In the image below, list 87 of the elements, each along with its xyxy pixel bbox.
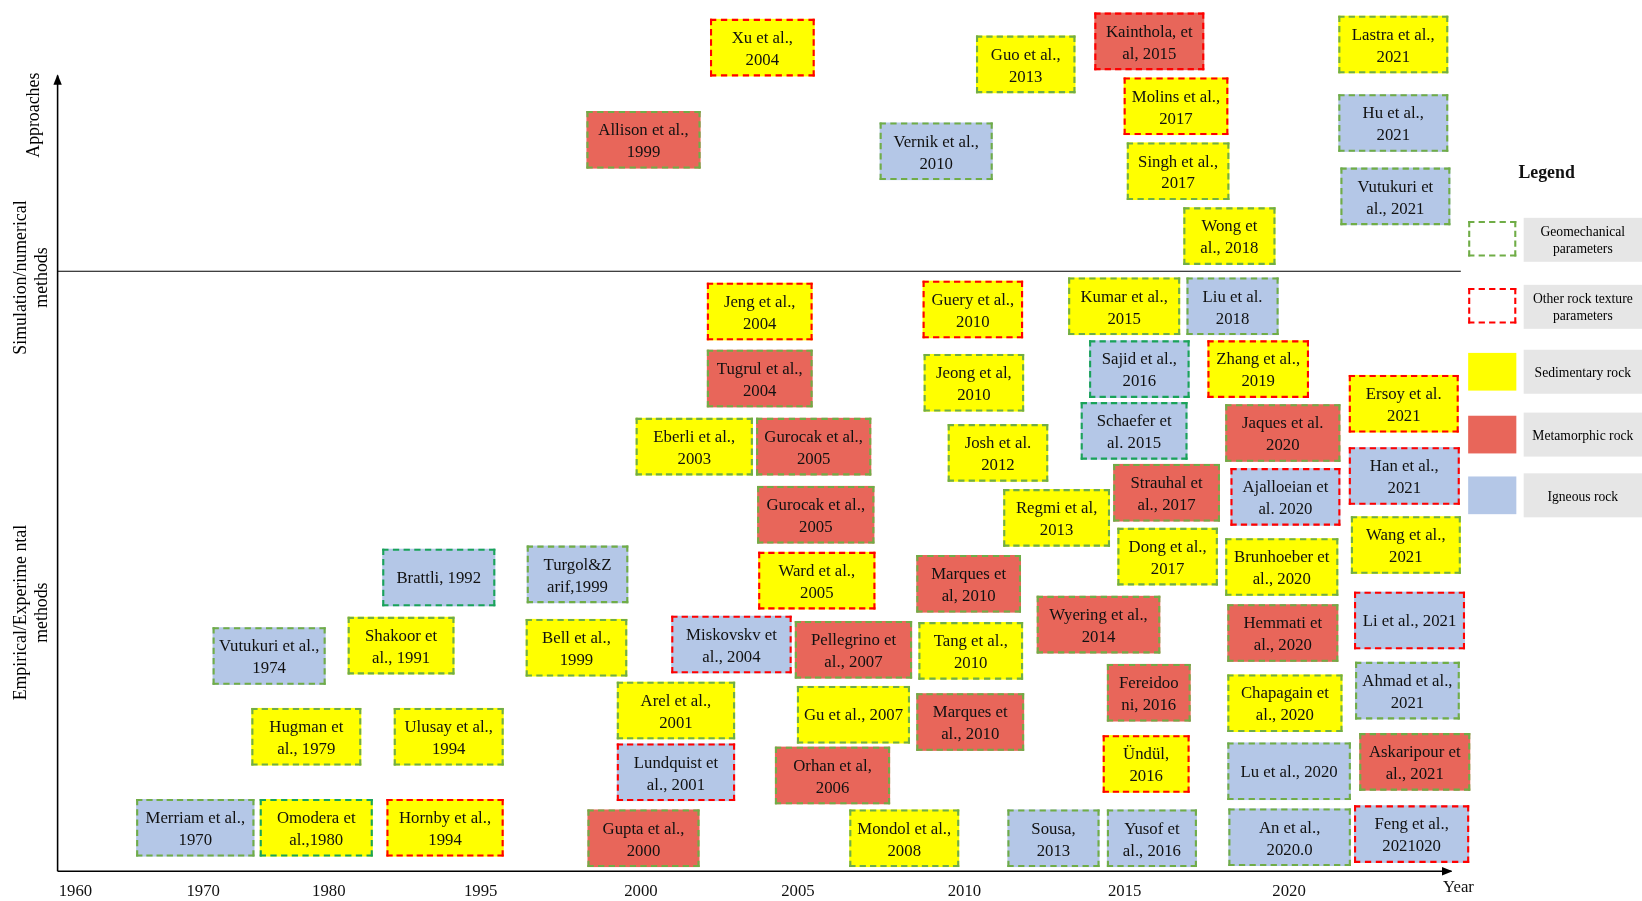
citation-box: Lu et al., 2020 — [1227, 742, 1351, 801]
citation-box: Wyering et al., 2014 — [1036, 595, 1161, 654]
citation-box: Xu et al., 2004 — [710, 18, 815, 77]
axis-title: Year — [1443, 877, 1474, 897]
citation-box: Merriam et al., 1970 — [136, 799, 255, 857]
citation-box: Wong et al., 2018 — [1183, 207, 1276, 265]
citation-box: Jeong et al, 2010 — [923, 353, 1025, 412]
citation-box: Yusof et al., 2016 — [1106, 809, 1197, 868]
citation-box: Sousa, 2013 — [1007, 809, 1100, 868]
citation-box: Gupta et al., 2000 — [587, 809, 700, 868]
citation-box: Ajalloeian et al. 2020 — [1230, 468, 1341, 526]
tick-label: 1960 — [58, 881, 93, 901]
citation-box: Tugrul et al., 2004 — [706, 349, 813, 408]
citation-box: Hemmati et al., 2020 — [1227, 604, 1339, 662]
citation-box: Marques et al, 2010 — [916, 555, 1021, 613]
citation-box: Fereidoo ni, 2016 — [1106, 663, 1191, 722]
citation-box: Hornby et al., 1994 — [386, 799, 504, 857]
citation-box: Regmi et al, 2013 — [1003, 489, 1110, 547]
citation-box: Gurocak et al., 2005 — [757, 485, 875, 544]
citation-box: Brattli, 1992 — [382, 548, 496, 607]
legend-label: Metamorphic rock — [1523, 412, 1642, 457]
tick-label: 2010 — [947, 881, 982, 901]
axis-label: Approaches — [22, 71, 44, 160]
citation-box: Ündül, 2016 — [1102, 735, 1190, 793]
citation-box: Liu et al. 2018 — [1186, 277, 1279, 336]
citation-box: Pellegrino et al., 2007 — [794, 621, 913, 679]
citation-box: Turgol&Z arif,1999 — [526, 545, 629, 604]
citation-box: Strauhal et al., 2017 — [1113, 463, 1220, 522]
citation-box: Dong et al., 2017 — [1117, 527, 1218, 586]
citation-box: Askaripour et al., 2021 — [1359, 733, 1471, 791]
axis-label: Empirical/Experime ntal methods — [10, 523, 53, 703]
tick-label: 1995 — [463, 881, 498, 901]
citation-box: Jeng et al., 2004 — [706, 282, 813, 341]
citation-box: Guery et al., 2010 — [922, 280, 1024, 339]
citation-box: Shakoor et al., 1991 — [347, 616, 455, 675]
citation-box: Wang et al., 2021 — [1350, 516, 1461, 574]
tick-label: 1980 — [312, 881, 346, 901]
citation-box: Ulusay et al., 1994 — [393, 707, 504, 766]
citation-box: Eberli et al., 2003 — [635, 417, 753, 476]
citation-box: Ersoy et al. 2021 — [1348, 374, 1459, 433]
tick-label: 2020 — [1272, 881, 1306, 901]
tick-label: 2015 — [1107, 881, 1142, 901]
citation-box: Lundquist et al., 2001 — [616, 743, 736, 802]
citation-box: An et al., 2020.0 — [1228, 808, 1351, 867]
citation-box: Allison et al., 1999 — [586, 111, 701, 169]
citation-box: Brunhoeber et al., 2020 — [1225, 538, 1339, 596]
citation-box: Miskovskv et al., 2004 — [671, 615, 792, 674]
citation-box: Arel et al., 2001 — [616, 681, 736, 740]
citation-box: Lastra et al., 2021 — [1338, 15, 1449, 74]
citation-box: Feng et al., 2021020 — [1354, 805, 1470, 863]
citation-box: Tang et al., 2010 — [918, 622, 1024, 680]
citation-box: Vutukuri et al., 1974 — [212, 627, 326, 685]
citation-box: Kainthola, et al, 2015 — [1094, 12, 1205, 71]
legend-label: Other rock texture parameters — [1523, 284, 1642, 329]
citation-box: Vernik et al., 2010 — [879, 122, 993, 181]
legend-label: Geomechanical parameters — [1523, 217, 1642, 262]
citation-box: Hu et al., 2021 — [1338, 94, 1449, 152]
citation-box: Li et al., 2021 — [1354, 591, 1465, 650]
citation-box: Jaques et al. 2020 — [1225, 404, 1341, 462]
citation-box: Sajid et al., 2016 — [1089, 340, 1190, 398]
legend-label: Igneous rock — [1523, 473, 1642, 518]
citation-box: Zhang et al., 2019 — [1207, 340, 1309, 398]
axis-label: Simulation/numerical methods — [10, 199, 53, 357]
citation-box: Han et al., 2021 — [1348, 447, 1460, 505]
citation-box: Guo et al., 2013 — [976, 35, 1076, 94]
citation-box: Omodera et al.,1980 — [259, 799, 373, 857]
citation-box: Hugman et al., 1979 — [251, 707, 362, 766]
citation-box: Ahmad et al., 2021 — [1355, 661, 1460, 720]
citation-box: Chapagain et al., 2020 — [1227, 674, 1343, 732]
citation-box: Gurocak et al., 2005 — [756, 417, 872, 476]
citation-box: Ward et al., 2005 — [758, 551, 876, 610]
citation-box: Orhan et al, 2006 — [774, 746, 891, 805]
tick-label: 1970 — [186, 881, 220, 901]
tick-label: 2000 — [624, 881, 658, 901]
citation-box: Mondol et al., 2008 — [849, 809, 960, 868]
citation-box: Singh et al., 2017 — [1126, 142, 1230, 200]
citation-box: Vutukuri et al., 2021 — [1340, 167, 1451, 226]
legend-title: Legend — [1518, 162, 1575, 184]
legend-label: Sedimentary rock — [1523, 349, 1642, 394]
citation-box: Josh et al. 2012 — [947, 424, 1049, 482]
citation-box: Molins et al., 2017 — [1123, 77, 1229, 136]
citation-box: Bell et al., 1999 — [525, 618, 628, 677]
citation-box: Marques et al., 2010 — [916, 693, 1025, 751]
tick-label: 2005 — [781, 881, 815, 901]
citation-box: Schaefer et al. 2015 — [1080, 402, 1188, 460]
citation-box: Gu et al., 2007 — [796, 685, 910, 744]
citation-box: Kumar et al., 2015 — [1068, 277, 1181, 336]
